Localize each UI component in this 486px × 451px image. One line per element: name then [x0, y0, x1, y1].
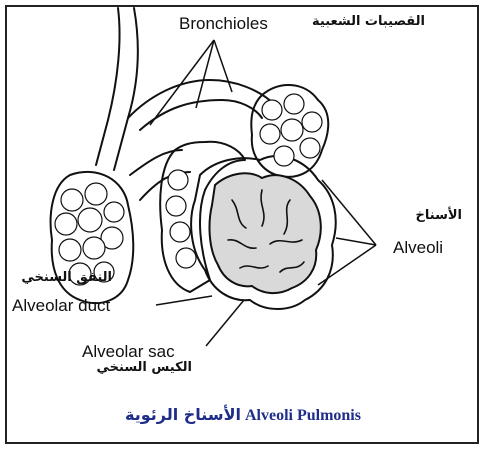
bronchiole-tube	[96, 8, 120, 165]
bronchioles-label-ar: القصيبات الشعبية	[305, 14, 425, 29]
alveoli-label-ar: الأسناخ	[392, 208, 462, 223]
leader-alveoli-3	[318, 245, 376, 285]
leader-bronchioles-3	[214, 40, 232, 92]
leader-alveoli-2	[336, 238, 376, 245]
alveolar-sac-label-en: Alveolar sac	[82, 342, 175, 362]
alveolar-duct-label-en: Alveolar duct	[12, 296, 110, 316]
leader-bronchioles-1	[150, 40, 214, 125]
alveoli-label-en: Alveoli	[393, 238, 443, 258]
alveolar-sac-label-ar: الكيس السنخي	[80, 360, 192, 375]
alveolar-duct-label-ar: النفق السنخي	[12, 270, 112, 285]
leader-bronchioles-2	[196, 40, 214, 108]
caption-arabic: الأسناخ الرئوية	[125, 405, 241, 424]
leader-duct	[156, 296, 212, 305]
leader-sac	[206, 300, 244, 346]
figure-caption: الأسناخ الرئوية Alveoli Pulmonis	[0, 405, 486, 425]
sectioned-alveoli	[210, 173, 321, 293]
bronchioles-label-en: Bronchioles	[179, 14, 268, 34]
leader-alveoli-1	[322, 180, 376, 245]
caption-latin: Alveoli Pulmonis	[245, 407, 361, 424]
